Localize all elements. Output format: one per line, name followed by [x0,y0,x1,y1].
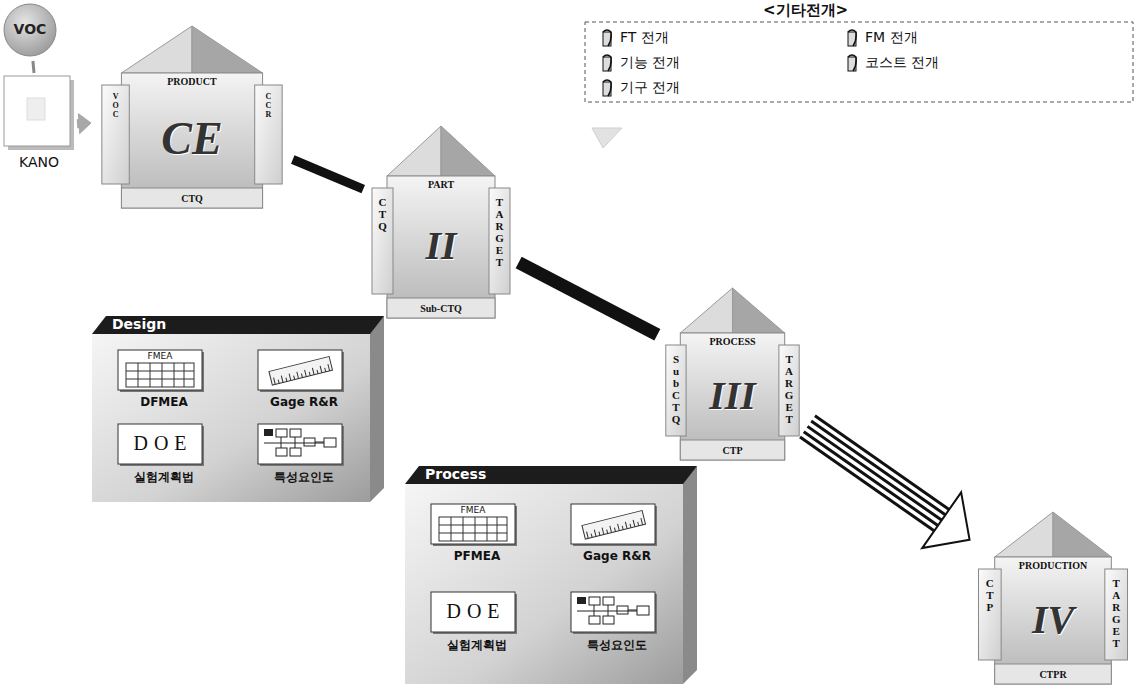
legend-entry: 기능 전개 [600,53,680,73]
panel-node: DesignFMEA DFMEA Gage R&R DOE 실험계획법 특성요인도 [92,316,384,502]
circle-node: VOC [2,2,58,58]
connector [519,262,658,334]
connector [33,61,34,73]
fmea-node: FMEA DFMEA [100,350,228,416]
tool-label: Gage R&R [553,549,681,563]
house-heading: PROCESS [660,336,805,347]
tool-label: PFMEA [413,549,541,563]
fmea-node: FMEA PFMEA [413,504,541,570]
house-base-label: CTPR [972,669,1134,680]
tool-label: 특성요인도 [240,469,368,486]
legend-title: <기타전개> [760,1,851,20]
legend-entry: 코스트 전개 [845,53,939,73]
house-base-label: Sub-CTQ [366,303,516,314]
legend-text: FM 전개 [865,29,918,47]
house-node: PRODUCT VOC CCRCE CTQ [94,26,290,208]
panel-heading: Process [425,466,486,483]
gage-node: Gage R&R [240,350,368,416]
house-base-label: CTQ [94,193,290,204]
icon-caption: FMEA [431,505,515,516]
house-side-label: CTP [984,577,995,613]
fish-node: 특성요인도 [240,424,368,490]
house-node: PART CTQ TARGETII Sub-CTQ [366,126,516,318]
legend-entry: FM 전개 [845,28,918,48]
house-number: III [660,372,805,419]
house-side-label: CTQ [377,196,388,232]
panel-heading: Design [112,316,166,333]
house-side-label: TARGET [1111,577,1122,650]
house-shape [366,126,516,318]
fish-node: 특성요인도 [553,592,681,658]
tool-label: Gage R&R [240,395,368,409]
panel-node: ProcessFMEA PFMEA Gage R&R DOE 실험계획법 특성요인도 [405,466,697,684]
house-number: IV [972,596,1134,643]
tool-label: 실험계획법 [100,469,228,486]
legend-text: 기구 전개 [620,79,680,97]
legend-frame [585,22,1133,102]
house-number: CE [94,112,290,165]
house-side-label: VOC [112,93,120,119]
legend-text: 코스트 전개 [865,54,939,72]
house-side-label: Sub CTQ [670,353,681,426]
tool-label: 특성요인도 [553,637,681,654]
house-side-label: CCR [264,93,272,119]
gage-node: Gage R&R [553,504,681,570]
connector [800,416,970,548]
legend-text: FT 전개 [620,29,669,47]
legend-icon [600,28,614,48]
icon-caption: DOE [118,431,202,455]
legend-text: 기능 전개 [620,54,680,72]
legend-entry: FT 전개 [600,28,669,48]
legend-icon [845,28,859,48]
legend-icon [845,53,859,73]
kano-label: KANO [4,154,74,170]
tool-label: 실험계획법 [413,637,541,654]
icon-caption: FMEA [118,351,202,362]
house-heading: PRODUCT [94,76,290,87]
legend-icon [600,78,614,98]
connector [293,159,363,189]
house-node: PROCESS Sub CTQ TARGETIII CTP [660,288,805,460]
tool-label: DFMEA [100,395,228,409]
house-side-label: TARGET [494,196,505,269]
legend-icon [600,53,614,73]
house-number: II [366,222,516,269]
doe-node: DOE 실험계획법 [100,424,228,490]
icon-caption: DOE [431,599,515,623]
voc-circle-label: VOC [2,21,58,37]
house-heading: PRODUCTION [972,560,1134,571]
house-side-label: TARGET [784,353,795,426]
house-heading: PART [366,179,516,190]
legend-entry: 기구 전개 [600,78,680,98]
connector [77,114,91,134]
house-base-label: CTP [660,445,805,456]
kano-node: KANO [4,76,74,176]
house-node: PRODUCTION CTP TARGETIV CTPR [972,512,1134,684]
doe-node: DOE 실험계획법 [413,592,541,658]
triangle-mark [592,128,622,148]
